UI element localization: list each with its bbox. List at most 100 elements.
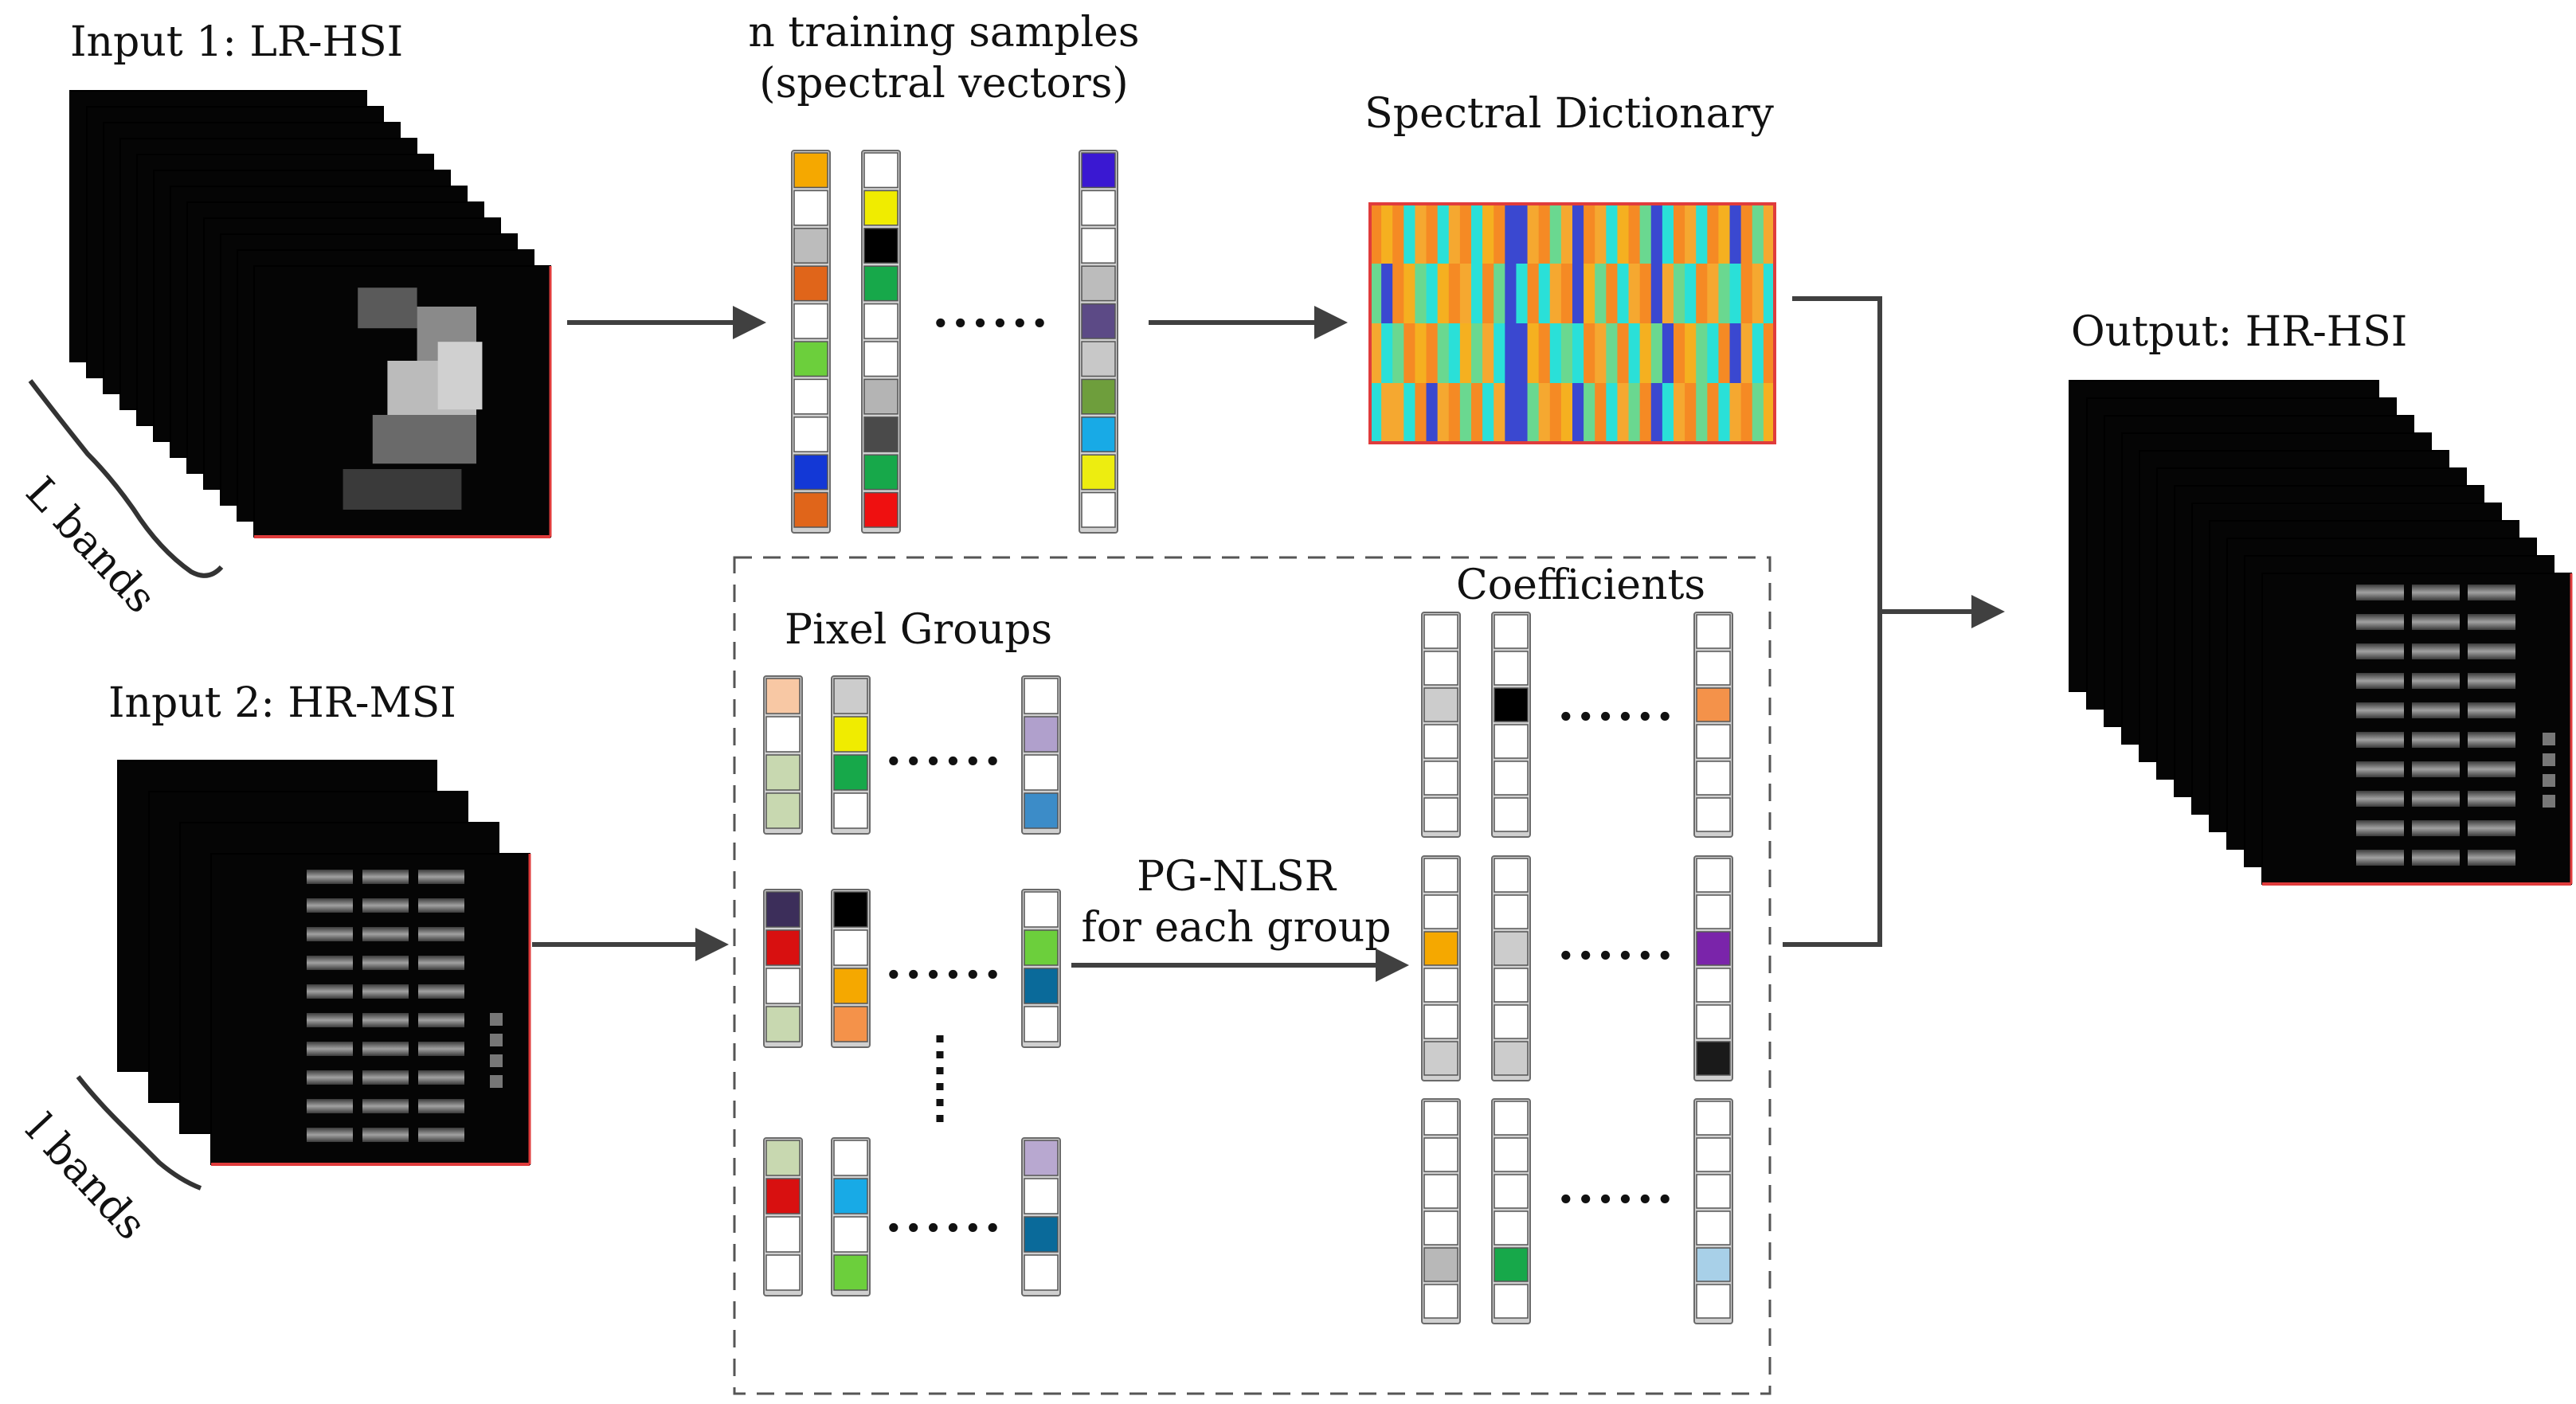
dictionary-cell-26-4 [1650,383,1663,444]
dictionary-cell-36-3 [1763,323,1775,384]
pixel-group-ellipsis-1: ...... [885,721,1004,776]
lr-hsi-texture-1 [358,287,417,329]
coefficient-group-3-vector-2-cell-5 [1494,1247,1529,1282]
coefficient-group-3-vector-1-cell-1 [1423,1101,1458,1136]
hr-msi-stripe-2-4 [362,956,409,970]
training-vector-1-cell-6 [793,341,828,377]
coefficient-group-1-vector-1-cell-6 [1423,797,1458,832]
pg-nlsr-label-line2: for each group [1081,904,1391,952]
coefficient-group-3-vector-3-cell-5 [1696,1247,1731,1282]
hr-msi-stripe-1-5 [307,984,353,999]
hr-msi-stripe-2-2 [362,898,409,913]
dictionary-cell-2-4 [1381,383,1393,444]
dictionary-cell-18-3 [1560,323,1573,384]
hr-hsi-stripe-2-4 [2412,673,2460,689]
coefficient-group-1-vector-2 [1491,612,1531,838]
pixel-group-2-vector-3 [1021,889,1061,1048]
coefficient-group-2-vector-3-cell-4 [1696,968,1731,1003]
dictionary-cell-6-3 [1426,323,1439,384]
dictionary-cell-35-4 [1752,383,1764,444]
hr-hsi-stripe-3-7 [2468,761,2515,777]
hr-msi-stripe-3-4 [418,956,464,970]
dictionary-cell-35-1 [1752,204,1764,264]
dictionary-cell-30-2 [1696,264,1708,324]
dictionary-cell-30-4 [1696,383,1708,444]
training-vector-3-cell-1 [1081,152,1116,189]
dictionary-cell-11-3 [1482,323,1494,384]
pixel-group-ellipsis-2: ...... [885,934,1004,990]
dictionary-cell-13-3 [1505,323,1517,384]
dictionary-cell-24-3 [1628,323,1641,384]
training-vector-3 [1079,150,1118,534]
coefficient-group-2-vector-3-cell-5 [1696,1004,1731,1039]
hr-msi-stripe-3-10 [418,1128,464,1142]
dictionary-cell-25-3 [1639,323,1652,384]
coefficient-group-1-vector-3-cell-6 [1696,797,1731,832]
hr-hsi-stripe-2-9 [2412,820,2460,836]
coefficient-group-3-vector-2-cell-4 [1494,1210,1529,1246]
training-vector-2-cell-9 [863,454,898,491]
pixel-group-2-vector-2 [831,889,871,1048]
coefficient-group-2-vector-2-cell-2 [1494,894,1529,929]
dictionary-cell-20-2 [1584,264,1595,324]
coefficient-group-2-vector-2-cell-5 [1494,1004,1529,1039]
dictionary-cell-8-4 [1448,383,1461,444]
dictionary-cell-36-2 [1763,264,1775,324]
pixel-group-2-vector-1 [763,889,803,1048]
coefficient-ellipsis-2: ...... [1557,915,1676,971]
training-vector-1-cell-9 [793,454,828,491]
dictionary-cell-16-4 [1538,383,1551,444]
hr-msi-stripe-2-10 [362,1128,409,1142]
pixel-group-2-vector-3-cell-4 [1024,1006,1059,1042]
hr-hsi-swatch-4 [2543,795,2555,808]
dictionary-cell-1-3 [1370,323,1382,384]
l-bands-msi-brace [76,1075,202,1191]
pixel-group-2-vector-1-cell-2 [765,929,801,966]
dictionary-cell-17-3 [1549,323,1562,384]
hr-hsi-stripe-3-3 [2468,643,2515,659]
training-samples-label-line2: (spectral vectors) [759,60,1128,108]
pixel-group-3-vector-3-cell-3 [1024,1216,1059,1253]
training-vector-3-cell-2 [1081,190,1116,226]
training-vector-1-cell-1 [793,152,828,189]
pixel-group-2-vector-2-cell-3 [833,968,868,1004]
dictionary-cell-36-1 [1763,204,1775,264]
pixel-groups [763,675,1061,1296]
coefficient-group-3-vector-2 [1491,1098,1531,1324]
pixel-group-2-vector-2-cell-2 [833,929,868,966]
coefficient-group-3-vector-1-cell-2 [1423,1137,1458,1172]
dictionary-cell-10-1 [1471,204,1483,264]
hr-msi-stripe-1-2 [307,898,353,913]
dictionary-cell-23-2 [1617,264,1630,324]
dictionary-cell-14-2 [1516,264,1529,324]
dictionary-cell-15-3 [1527,323,1540,384]
dictionary-cell-4-1 [1403,204,1416,264]
coefficient-group-3-vector-3-cell-2 [1696,1137,1731,1172]
dictionary-cell-8-1 [1448,204,1461,264]
dictionary-cell-23-4 [1617,383,1630,444]
dictionary-cell-7-4 [1437,383,1450,444]
dictionary-cell-2-2 [1381,264,1393,324]
training-vectors [791,150,1118,534]
dictionary-cell-6-2 [1426,264,1439,324]
pixel-group-3-vector-1 [763,1137,803,1296]
dictionary-cell-24-4 [1628,383,1641,444]
hr-hsi-stripe-1-5 [2356,702,2404,718]
training-vector-3-cell-7 [1081,378,1116,415]
coefficient-group-2-vector-3-cell-1 [1696,858,1731,893]
hr-msi-stripe-1-7 [307,1042,353,1056]
coefficient-group-3-vector-2-cell-6 [1494,1284,1529,1319]
training-ellipsis: ...... [932,283,1051,338]
coefficient-group-2-vector-1-cell-5 [1423,1004,1458,1039]
pixel-group-3-vector-1-cell-2 [765,1178,801,1214]
dictionary-cell-13-2 [1505,264,1517,324]
coefficient-group-2-vector-3-cell-3 [1696,931,1731,966]
pixel-group-2-vector-2-cell-1 [833,891,868,928]
training-vector-2-cell-1 [863,152,898,189]
hr-msi-stripe-3-9 [418,1099,464,1113]
pixel-group-3-vector-2-cell-4 [833,1254,868,1291]
coefficient-group-1-vector-3-cell-1 [1696,614,1731,649]
connector-dictionary [1783,296,1882,947]
dictionary-cell-3-1 [1392,204,1404,264]
input1-label: Input 1: LR-HSI [70,18,403,66]
